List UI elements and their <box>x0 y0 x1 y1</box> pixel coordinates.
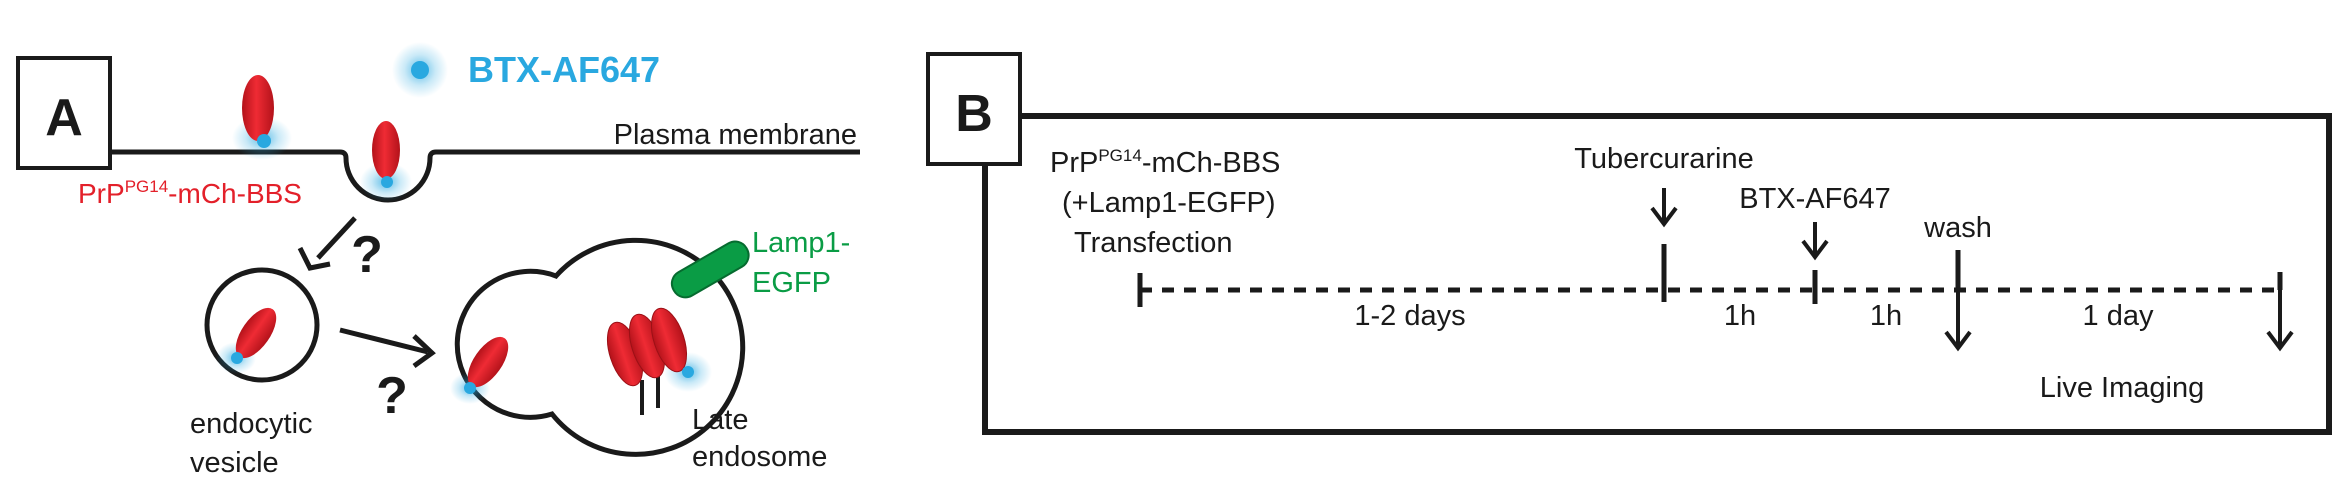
vesicle-prp-protein <box>216 307 277 374</box>
prp-label-base: PrP <box>78 178 125 209</box>
prp-label-superscript: PG14 <box>125 177 168 196</box>
prp-construct-label: PrPPG14-mCh-BBS <box>78 177 302 209</box>
lamp1-egfp-protein <box>670 240 750 299</box>
interval-1-day: 1 day <box>2083 300 2154 332</box>
wash-label: wash <box>1923 212 1992 244</box>
arrow-to-endosome <box>339 327 436 369</box>
interval-1h-first: 1h <box>1724 300 1756 332</box>
invaginating-prp-protein <box>360 121 412 202</box>
panel-a-letter: A <box>45 89 83 147</box>
question-mark-trafficking: ? <box>376 367 408 425</box>
live-imaging-arrow-1 <box>1944 290 1972 352</box>
endocytic-vesicle-label-line1: endocytic <box>190 408 313 440</box>
btx-arrow <box>1801 222 1829 261</box>
panel-b: B PrPPG14-mCh-BBS (+Lamp1-EGFP) <box>926 52 2332 435</box>
panel-b-letter-box <box>926 52 1022 166</box>
btx-af647-label: BTX-AF647 <box>468 49 660 90</box>
endocytic-vesicle-label-line2: vesicle <box>190 447 279 479</box>
live-imaging-label: Live Imaging <box>2040 372 2204 404</box>
late-endosome <box>454 237 746 457</box>
tubercurarine-arrow <box>1650 188 1678 228</box>
transfection-label-line1: PrPPG14-mCh-BBS <box>1050 146 1280 179</box>
late-endosome-label-line2: endosome <box>692 441 827 473</box>
plasma-membrane-label: Plasma membrane <box>614 119 857 151</box>
panel-a: A BTX-AF647 Plasma membrane PrPPG14-mCh-… <box>16 42 860 479</box>
transfection-label-line2: (+Lamp1-EGFP) <box>1062 187 1276 219</box>
timeline-frame <box>982 113 2332 435</box>
tubercurarine-label: Tubercurarine <box>1574 143 1753 175</box>
lamp1-label-line1: Lamp1- <box>752 227 850 259</box>
interval-1h-second: 1h <box>1870 300 1902 332</box>
endosome-prp-cluster <box>606 307 712 415</box>
panel-a-letter-box <box>16 56 112 170</box>
surface-prp-protein <box>232 75 292 160</box>
arrow-to-vesicle <box>297 216 357 271</box>
late-endosome-label-line1: Late <box>692 404 748 436</box>
transfection-label-line3: Transfection <box>1074 227 1233 259</box>
btx-af647-timeline-label: BTX-AF647 <box>1739 183 1891 215</box>
panel-b-letter: B <box>955 85 993 143</box>
btx-dot <box>411 61 429 79</box>
prp-label-rest: -mCh-BBS <box>168 178 302 209</box>
interval-1-2-days: 1-2 days <box>1354 300 1465 332</box>
lamp1-label-line2: EGFP <box>752 267 831 299</box>
live-imaging-arrow-2 <box>2266 290 2294 352</box>
endosome-prp-protein <box>450 336 509 404</box>
question-mark-endocytosis: ? <box>351 226 383 284</box>
